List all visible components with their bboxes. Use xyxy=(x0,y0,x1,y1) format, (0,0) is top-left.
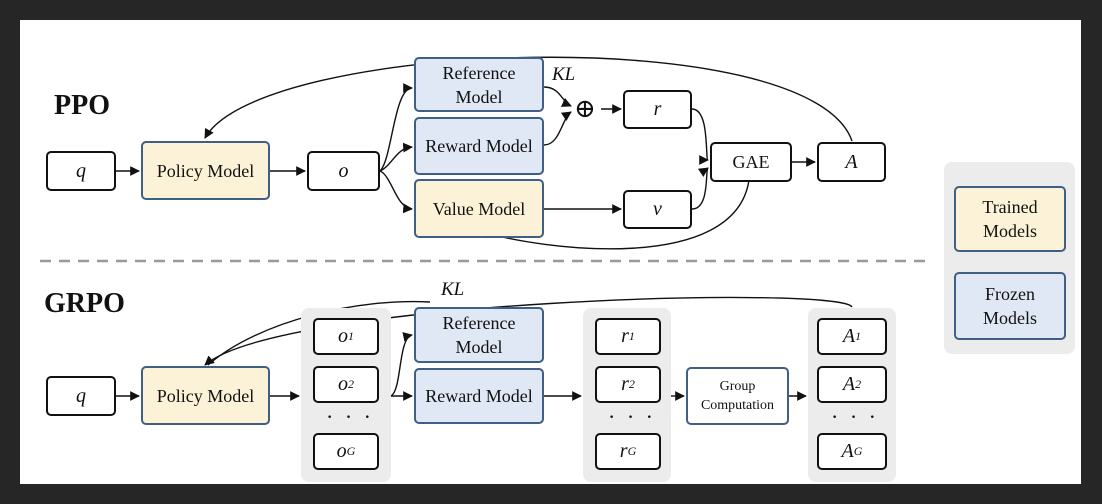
diagram-canvas: PPO q Policy Model o Reference Model Rew… xyxy=(20,20,1081,484)
ppo-value-estimate-box: v xyxy=(623,190,692,229)
arrow-v-to-gae xyxy=(691,167,709,210)
grpo-kl-label: KL xyxy=(441,279,465,300)
arrow-reward-to-plus xyxy=(543,111,572,146)
ppo-reward-value-box: r xyxy=(623,90,692,129)
loop-advantages-to-policy xyxy=(204,296,853,366)
ppo-policy-label: Policy Model xyxy=(156,160,255,181)
grpo-group-computation: Group Computation xyxy=(686,367,789,425)
arrow-o-to-reward xyxy=(379,142,413,172)
legend-frozen: Frozen Models xyxy=(954,272,1066,340)
ppo-value-model: Value Model xyxy=(414,179,544,238)
grpo-group-computation-label: Group Computation xyxy=(700,379,775,413)
ppo-reward-model: Reward Model xyxy=(414,117,544,175)
ppo-query-box: q xyxy=(46,151,116,191)
loop-gae-to-value xyxy=(479,179,750,250)
arrow-o-to-reference xyxy=(379,83,413,172)
ppo-gae-box: GAE xyxy=(710,142,792,182)
ppo-reference-label: Reference Model xyxy=(442,62,516,107)
ppo-advantage-label: A xyxy=(845,150,858,173)
ppo-output-label: o xyxy=(338,159,349,182)
ppo-title: PPO xyxy=(54,90,110,121)
ppo-output-box: o xyxy=(307,151,380,191)
grpo-advantages-ellipsis: · · · xyxy=(831,404,879,429)
ppo-gae-label: GAE xyxy=(732,151,770,172)
ppo-value-label: Value Model xyxy=(432,198,526,219)
legend-trained: Trained Models xyxy=(954,186,1066,252)
legend-trained-label: Trained Models xyxy=(982,197,1038,241)
grpo-reward-model: Reward Model xyxy=(414,368,544,424)
grpo-query-box: q xyxy=(46,376,116,416)
grpo-query-label: q xyxy=(76,384,86,407)
arrow-outputs-to-reference xyxy=(390,332,413,397)
ppo-value-estimate-label: v xyxy=(653,198,662,220)
grpo-reward-label: Reward Model xyxy=(425,386,533,406)
legend-frozen-label: Frozen Models xyxy=(983,284,1037,328)
ppo-advantage-box: A xyxy=(817,142,886,182)
grpo-rewards-ellipsis: · · · xyxy=(608,404,656,429)
ppo-kl-label: KL xyxy=(552,64,576,85)
grpo-title: GRPO xyxy=(44,288,125,319)
arrow-r-to-gae xyxy=(691,108,709,165)
grpo-policy-label: Policy Model xyxy=(156,385,255,406)
ppo-policy-model: Policy Model xyxy=(141,141,270,200)
grpo-policy-model: Policy Model xyxy=(141,366,270,425)
ppo-query-label: q xyxy=(76,159,86,182)
plus-circle-icon: ⊕ xyxy=(574,94,596,123)
arrow-reference-to-plus xyxy=(543,86,572,107)
grpo-reference-model: Reference Model xyxy=(414,307,544,363)
arrow-o-to-value xyxy=(379,170,413,214)
grpo-reference-label: Reference Model xyxy=(442,313,516,357)
grpo-outputs-ellipsis: · · · xyxy=(326,404,374,429)
ppo-reward-label: Reward Model xyxy=(425,136,533,156)
ppo-reward-value-label: r xyxy=(653,98,662,120)
ppo-reference-model: Reference Model xyxy=(414,57,544,112)
